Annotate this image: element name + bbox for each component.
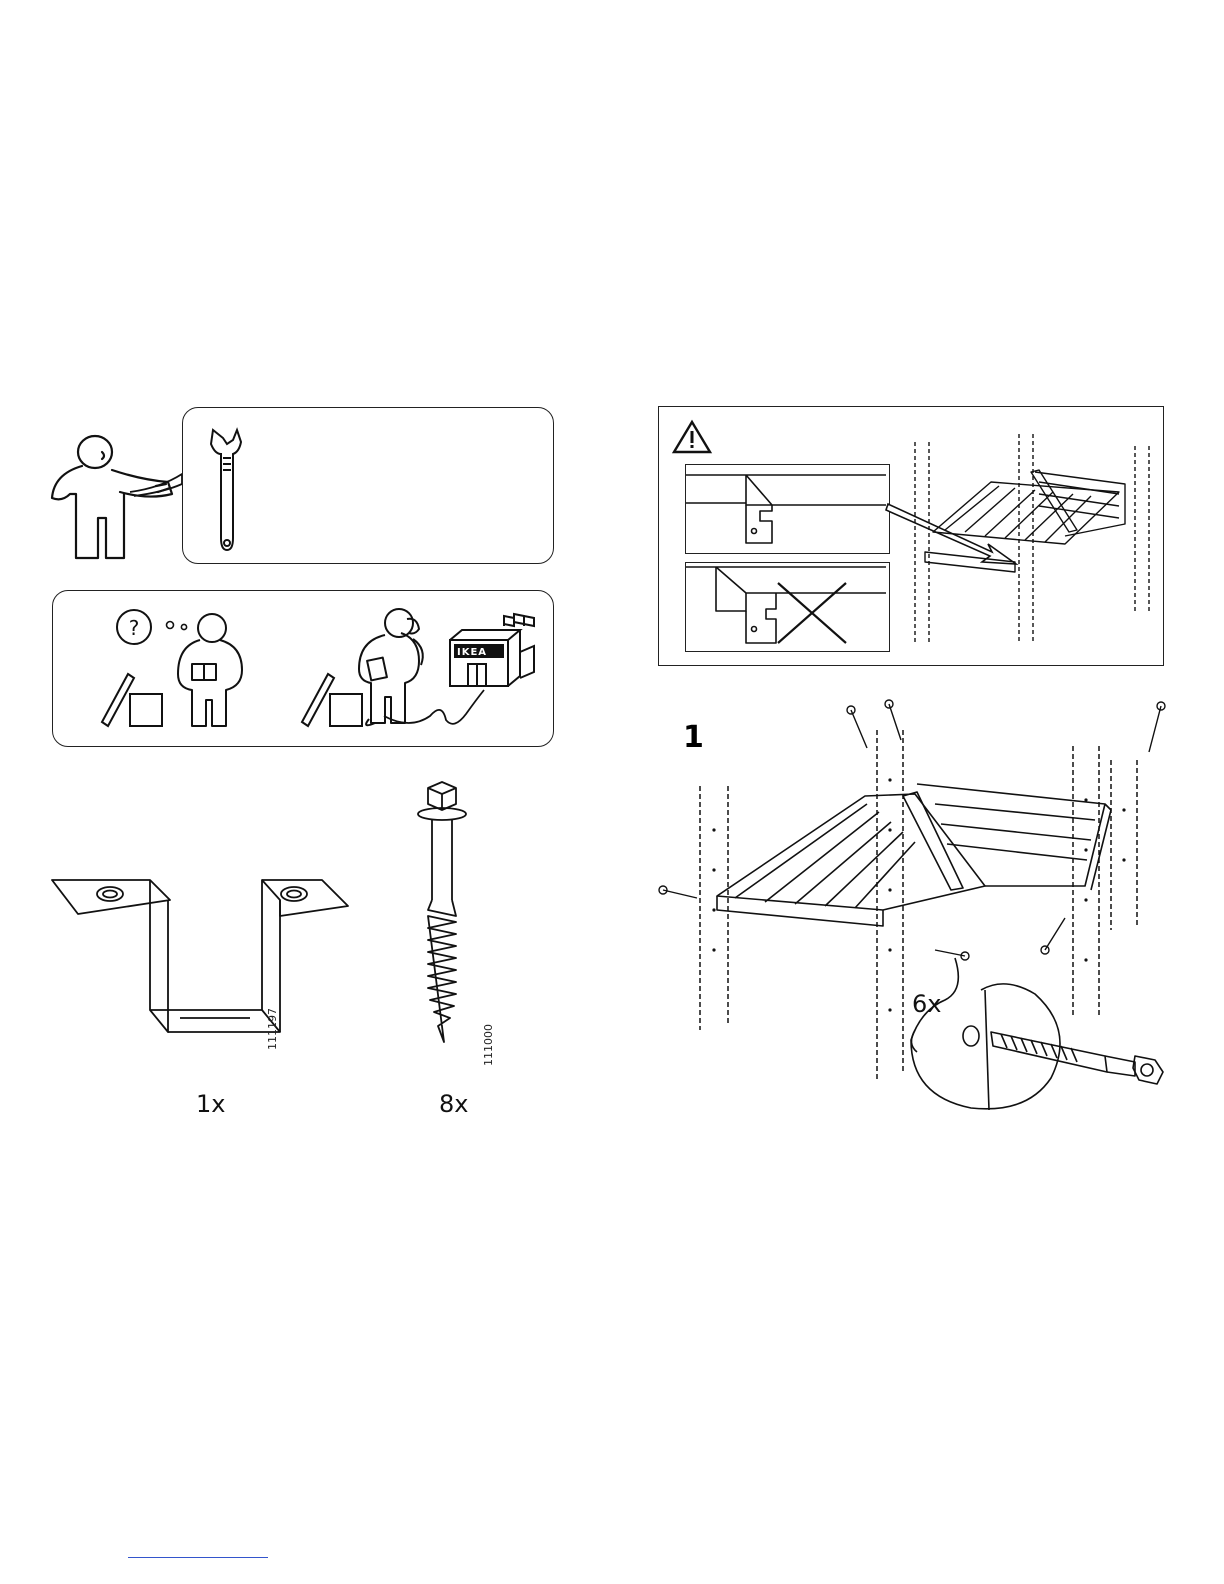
- svg-text:?: ?: [129, 616, 140, 640]
- step1-assembly-drawing: [655, 700, 1175, 1120]
- box-with-lid-icon: [100, 670, 170, 730]
- warning-triangle-icon: [672, 420, 712, 454]
- store-sign-text: IKEA: [457, 647, 487, 658]
- screw-article-number: 111000: [482, 1024, 495, 1066]
- wrong-profile-drawing: [686, 563, 889, 651]
- screw-quantity: 8x: [439, 1090, 468, 1118]
- footer-rule: [128, 1557, 268, 1558]
- step1-detail-quantity: 6x: [912, 990, 941, 1018]
- u-bracket-icon: [50, 870, 350, 1050]
- speech-tail: [130, 470, 190, 500]
- person-pointing-figure: [40, 430, 180, 570]
- correct-profile-drawing: [686, 465, 889, 553]
- bracket-quantity: 1x: [196, 1090, 225, 1118]
- hex-screw-icon: [412, 780, 472, 1060]
- shelf-overview-drawing: [905, 432, 1155, 652]
- bracket-article-number: 111197: [266, 1008, 279, 1050]
- person-reading-figure: [172, 610, 242, 730]
- wrench-icon: [205, 428, 245, 553]
